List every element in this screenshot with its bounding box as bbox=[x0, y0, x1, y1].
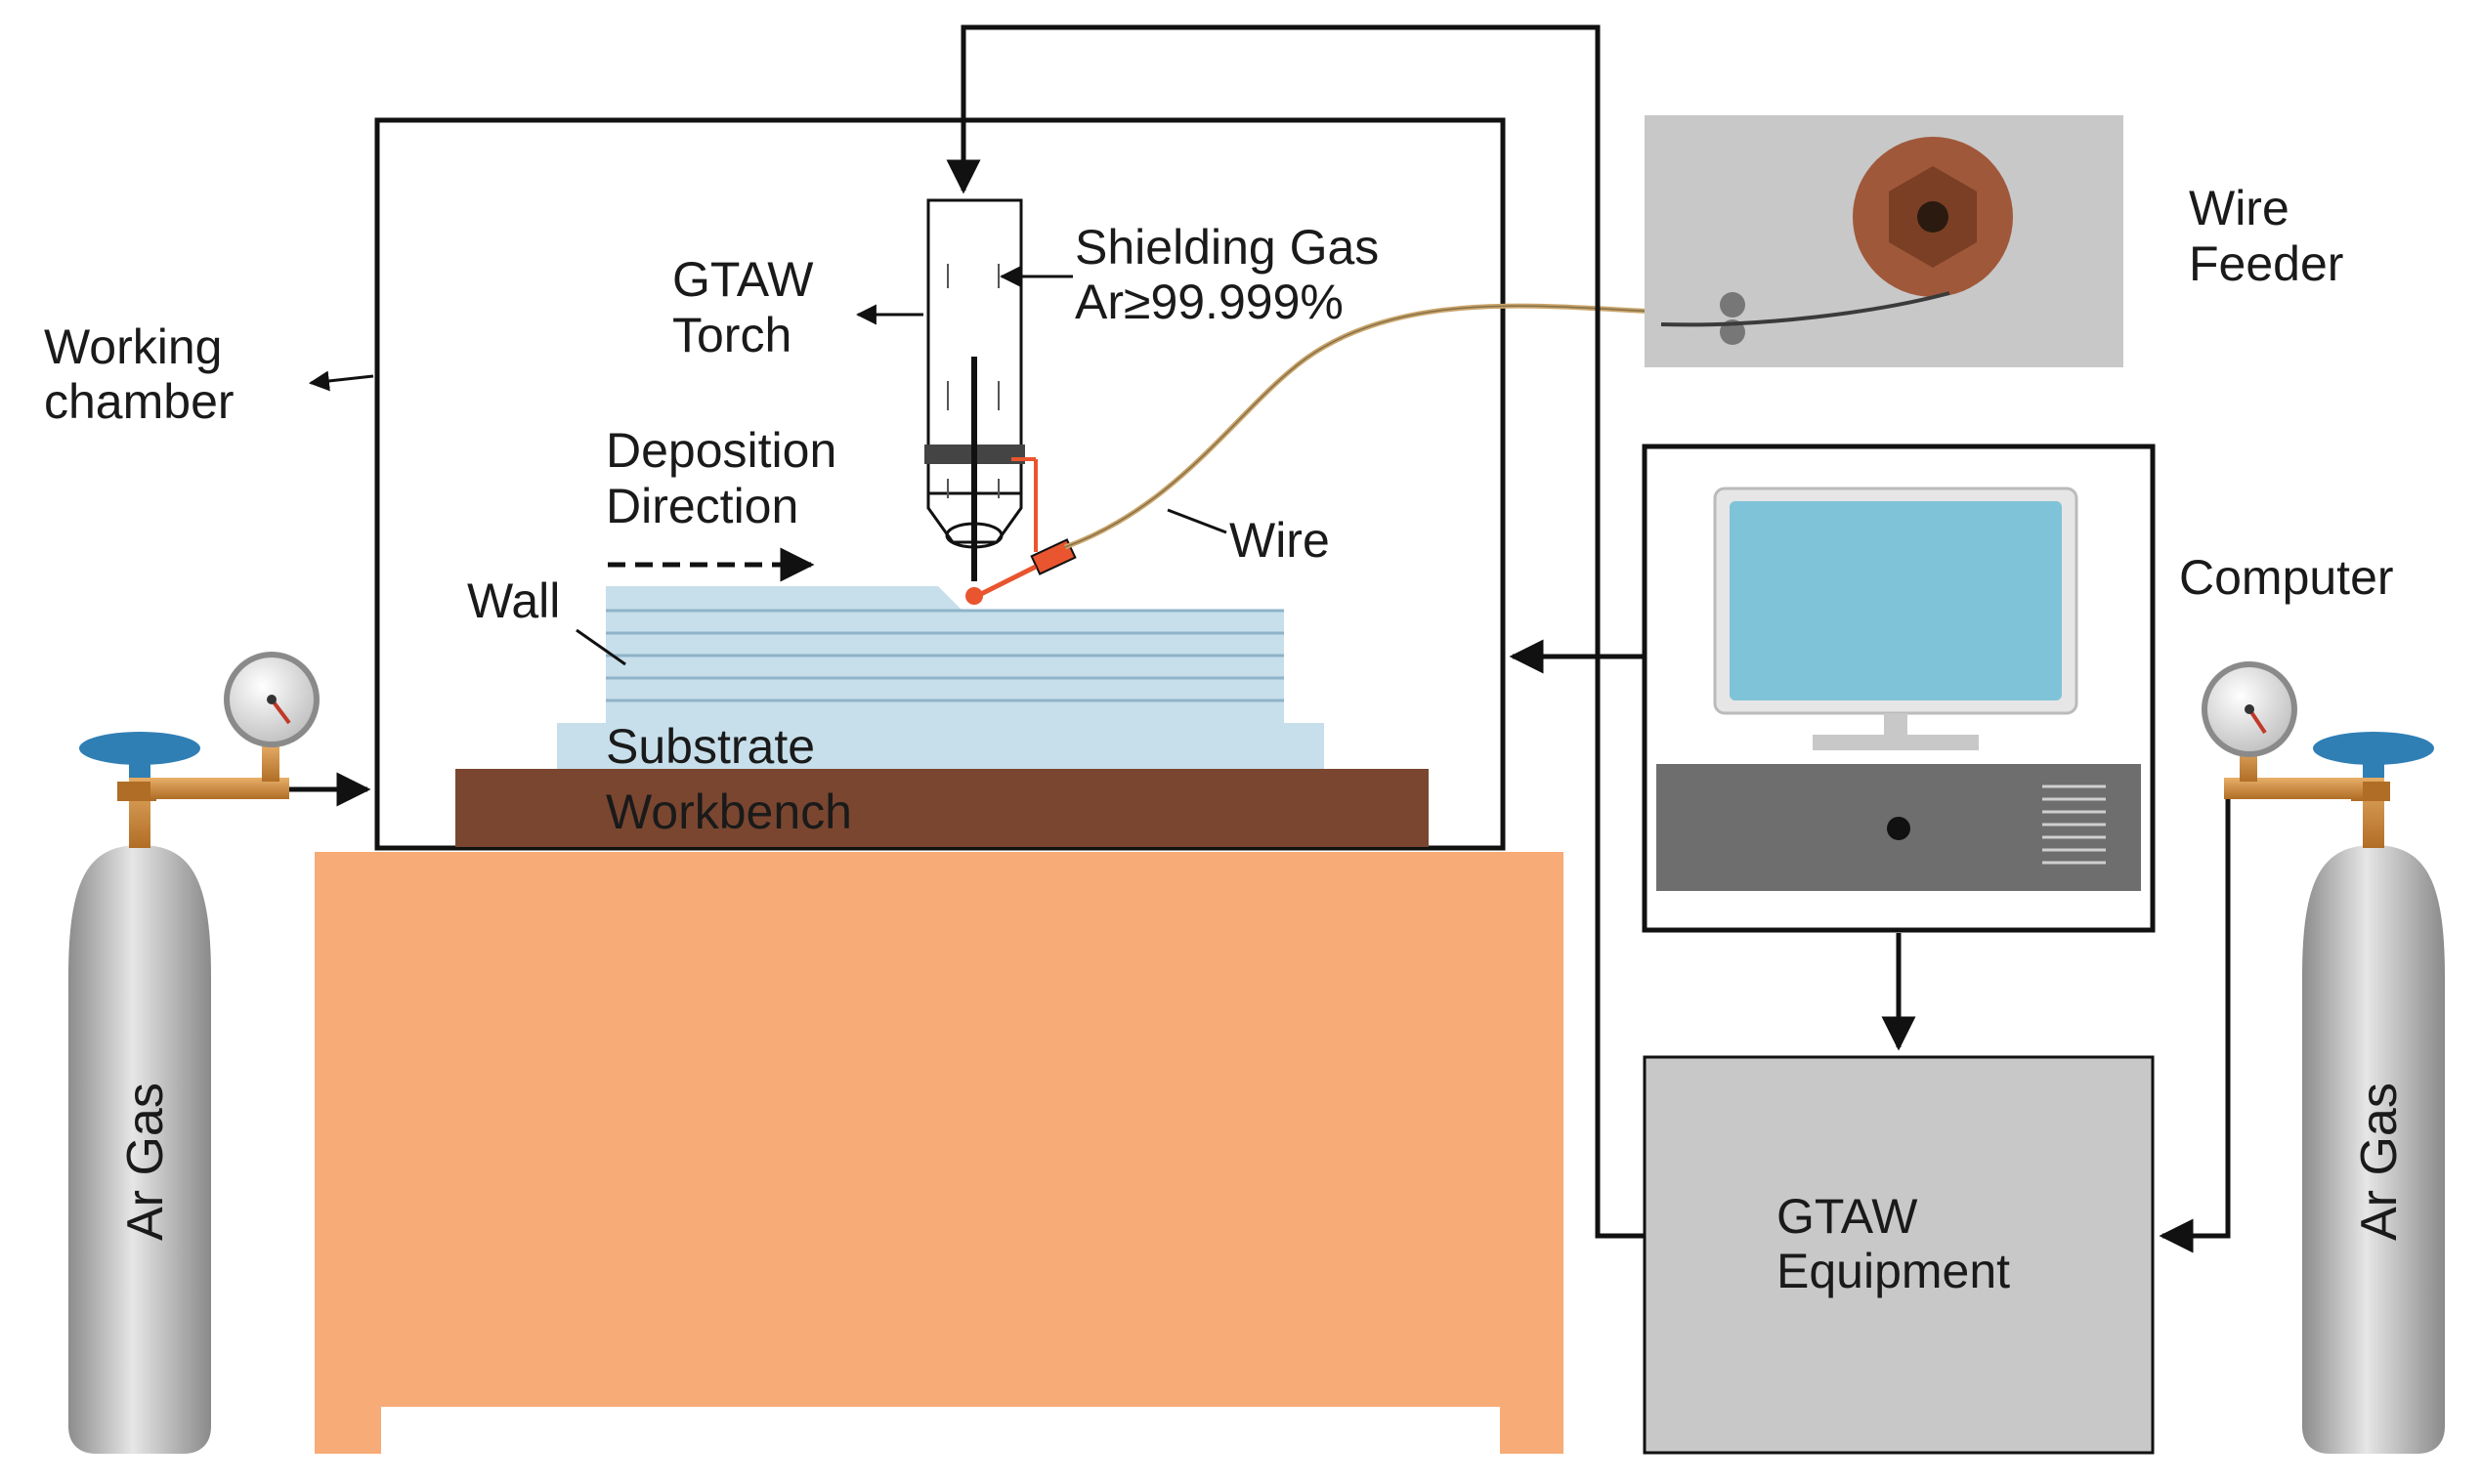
wire-feeder-label-line1: Wire bbox=[2189, 181, 2289, 235]
computer-tower bbox=[1656, 764, 2141, 891]
wire-spool bbox=[1853, 137, 2013, 297]
deposition-direction-label-line1: Deposition bbox=[606, 423, 836, 478]
deposition-direction-label-line2: Direction bbox=[606, 479, 798, 533]
working-chamber-label-line1: Working bbox=[44, 319, 222, 374]
right-ar-gas-label: Ar Gas bbox=[2351, 1082, 2408, 1241]
gtaw-torch-label-line2: Torch bbox=[672, 308, 791, 362]
connection-lines bbox=[288, 24, 2231, 1253]
wall-label: Wall bbox=[467, 573, 560, 628]
spool-wire-line bbox=[1660, 291, 1950, 327]
gtaw-equipment-box bbox=[1643, 1055, 2155, 1455]
gtaw-equipment-label-line2: Equipment bbox=[1776, 1244, 2010, 1298]
wire-label: Wire bbox=[1229, 513, 1330, 568]
left-valve-icon bbox=[79, 732, 200, 778]
workbench bbox=[455, 769, 1429, 847]
right-ar-gas-cylinder: Ar Gas bbox=[2202, 661, 2445, 1454]
right-valve-icon bbox=[2313, 732, 2434, 778]
workbench-label: Workbench bbox=[606, 784, 852, 839]
shielding-gas-label-line1: Shielding Gas bbox=[1075, 220, 1379, 275]
right-pressure-gauge-icon bbox=[2202, 661, 2297, 757]
working-chamber-label-line2: chamber bbox=[44, 374, 235, 429]
computer-label: Computer bbox=[2179, 550, 2394, 605]
left-ar-gas-label: Ar Gas bbox=[117, 1082, 174, 1241]
substrate bbox=[557, 723, 1324, 769]
working-chamber-pointer-arrow bbox=[308, 370, 374, 392]
gtaw-torch bbox=[924, 198, 1025, 605]
substrate-label: Substrate bbox=[606, 719, 815, 774]
computer-monitor bbox=[1713, 487, 2078, 750]
left-ar-gas-cylinder: Ar Gas bbox=[68, 652, 320, 1454]
deposited-wall bbox=[606, 586, 1284, 723]
left-pressure-gauge-icon bbox=[224, 652, 320, 747]
working-chamber-frame bbox=[374, 117, 1506, 851]
gtaw-torch-label-line1: GTAW bbox=[672, 252, 814, 307]
table-body bbox=[315, 852, 1563, 1454]
wire-pointer-line bbox=[1167, 508, 1227, 534]
right-gas-to-equipment-line bbox=[2159, 799, 2231, 1253]
wire-nozzle bbox=[975, 457, 1077, 599]
wire-feeder-label-line2: Feeder bbox=[2189, 236, 2343, 291]
wall-pointer-line bbox=[576, 628, 626, 666]
shielding-gas-label-line2: Ar≥99.999% bbox=[1075, 275, 1344, 329]
table bbox=[315, 852, 1563, 1454]
gtaw-equipment-label-line1: GTAW bbox=[1776, 1189, 1918, 1244]
equipment-to-torch-line bbox=[946, 24, 1645, 1239]
